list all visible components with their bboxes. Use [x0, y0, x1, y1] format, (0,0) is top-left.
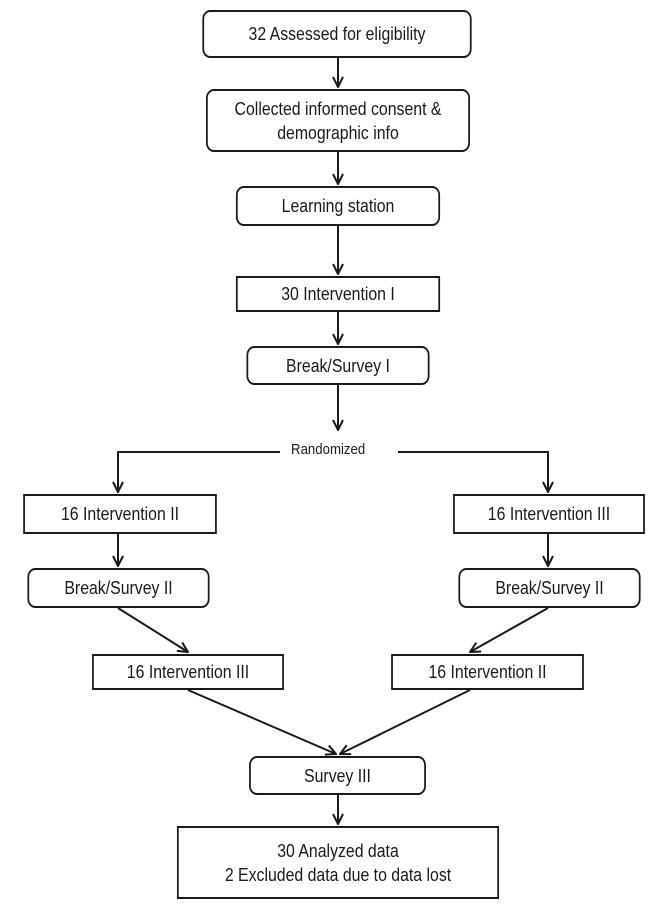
learning-station-box: Learning station — [235, 186, 441, 226]
arrow-left-intervention-to-survey-3 — [187, 689, 336, 754]
intervention-1-label: 30 Intervention I — [281, 284, 395, 304]
randomized-branch-right — [398, 451, 548, 492]
arrow-right-intervention-to-survey-3 — [340, 689, 471, 754]
randomized-branch-left — [118, 451, 280, 492]
right-intervention-a-label: 16 Intervention III — [487, 504, 611, 524]
learning-station-label: Learning station — [281, 196, 395, 216]
right-intervention-a-box: 16 Intervention III — [453, 494, 645, 534]
analyzed-box: 30 Analyzed data 2 Excluded data due to … — [176, 826, 500, 899]
assessed-box: 32 Assessed for eligibility — [202, 10, 472, 58]
break-survey-1-box: Break/Survey I — [246, 346, 430, 385]
survey-3-box: Survey III — [249, 756, 426, 795]
arrow-right-break-survey-to-intervention — [470, 607, 549, 652]
intervention-1-box: 30 Intervention I — [235, 276, 441, 312]
consent-box: Collected informed consent & demographic… — [206, 89, 470, 152]
left-break-survey-box: Break/Survey II — [27, 568, 210, 608]
analyzed-label-line-2: 2 Excluded data due to data lost — [224, 864, 452, 885]
break-survey-1-label: Break/Survey I — [286, 355, 390, 376]
left-intervention-a-box: 16 Intervention II — [23, 494, 217, 534]
right-break-survey-label: Break/Survey II — [495, 578, 604, 598]
right-break-survey-box: Break/Survey II — [458, 568, 641, 608]
left-intervention-b-box: 16 Intervention III — [92, 654, 284, 690]
left-intervention-b-label: 16 Intervention III — [126, 662, 250, 682]
assessed-label: 32 Assessed for eligibility — [248, 24, 426, 44]
survey-3-label: Survey III — [304, 765, 371, 786]
analyzed-label-line-1: 30 Analyzed data — [277, 840, 399, 861]
randomized-label: Randomized — [285, 441, 371, 459]
consent-label-line-2: demographic info — [277, 122, 399, 143]
left-intervention-a-label: 16 Intervention II — [60, 504, 180, 524]
right-intervention-b-label: 16 Intervention II — [428, 662, 547, 682]
left-break-survey-label: Break/Survey II — [64, 578, 173, 598]
right-intervention-b-box: 16 Intervention II — [391, 654, 584, 690]
arrow-left-break-survey-to-intervention — [117, 607, 188, 652]
consent-label-line-1: Collected informed consent & — [234, 98, 442, 119]
